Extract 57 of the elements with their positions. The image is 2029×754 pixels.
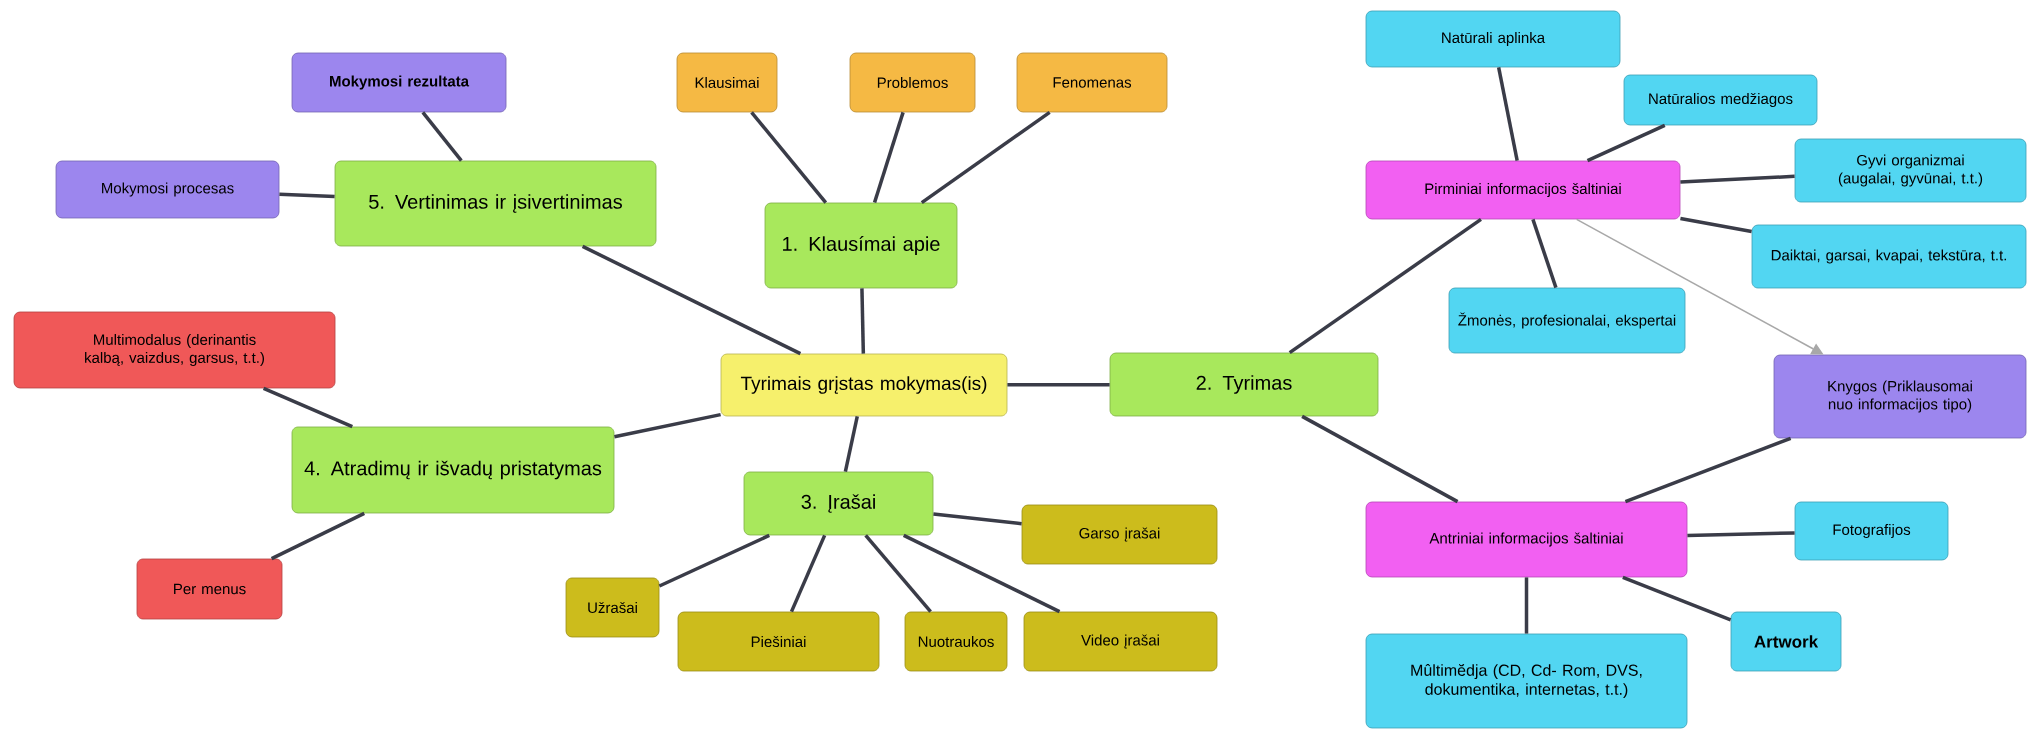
connector-line (1624, 436, 1792, 504)
topic-box: Natūrali aplinka (1365, 10, 1621, 68)
topic-box: Piešiniai (677, 611, 880, 672)
step-box: 1. Klausímai apie (764, 202, 958, 289)
topic-box: Video įrašai (1023, 611, 1218, 672)
topic-box: Fenomenas (1016, 52, 1168, 113)
connector-line (933, 512, 1022, 526)
connector-line (581, 244, 802, 356)
connector-line (421, 111, 463, 162)
connector-line (262, 386, 353, 429)
connector-line (279, 192, 335, 199)
connector-line (1007, 382, 1110, 387)
topic-box: Klausimai (676, 52, 778, 113)
topic-box: Per menus (136, 558, 283, 620)
connector-line (658, 533, 771, 588)
connector-line (750, 111, 828, 204)
topic-box: Žmonės, profesionalai, ekspertai (1448, 287, 1686, 354)
connector-line (270, 511, 366, 561)
connector-line (789, 534, 827, 613)
connector-line (872, 111, 905, 204)
step-box: 4. Atradimų ir išvadų pristatymas (291, 426, 615, 514)
connector-line (1496, 67, 1519, 161)
topic-box: Daiktai, garsai, kvapai, tekstūra, t.t. (1751, 224, 2027, 289)
step-box: 3. Įrašai (743, 471, 934, 536)
step-box: 2. Tyrimas (1109, 352, 1379, 417)
topic-box: Mokymosi procesas (55, 160, 280, 219)
topic-box: Problemos (849, 52, 976, 113)
step-box: 5. Vertinimas ir įsivertinimas (334, 160, 657, 247)
connector-line (902, 533, 1061, 614)
connector-line (1301, 414, 1459, 504)
connector-line (1586, 123, 1666, 163)
topic-box: Natūralios medžiagos (1623, 74, 1818, 126)
topic-box: Multimodalus (derinantis kalbą, vaizdus, garsus, t.t.) (13, 311, 336, 389)
topic-box: Antriniai informacijos šaltiniai (1365, 501, 1688, 578)
topic-box: Garso įrašai (1021, 504, 1218, 565)
connector-line (1687, 531, 1795, 538)
connector-line (920, 110, 1051, 205)
connector-line (1524, 577, 1529, 634)
connector-line (1622, 575, 1732, 622)
topic-box: Užrašai (565, 577, 660, 638)
connector-line (614, 412, 721, 439)
connector-line (860, 288, 866, 354)
topic-box: Nuotraukos (904, 611, 1008, 672)
topic-box: Artwork (1730, 611, 1842, 672)
topic-box: Pirminiai informacijos šaltiniai (1365, 160, 1681, 220)
topic-box: Fotografijos (1794, 501, 1949, 561)
topic-box: Mûltimĕdja (CD, Cd- Rom, DVS, dokumentika, internetas, t.t.) (1365, 633, 1688, 729)
connector-line (1680, 216, 1752, 234)
connector-line (1288, 217, 1482, 355)
connector-line (1531, 218, 1558, 289)
central-topic-box: Tyrimais grįstas mokymas(is) (720, 353, 1008, 417)
topic-box: Mokymosi rezultata (291, 52, 507, 113)
connector-line (1680, 174, 1795, 184)
connector-line (864, 534, 932, 613)
topic-box: Gyvi organizmai (augalai, gyvūnai, t.t.) (1794, 138, 2027, 203)
connector-line (843, 416, 859, 472)
topic-box: Knygos (Priklausomai nuo informacijos tipo) (1773, 354, 2027, 439)
